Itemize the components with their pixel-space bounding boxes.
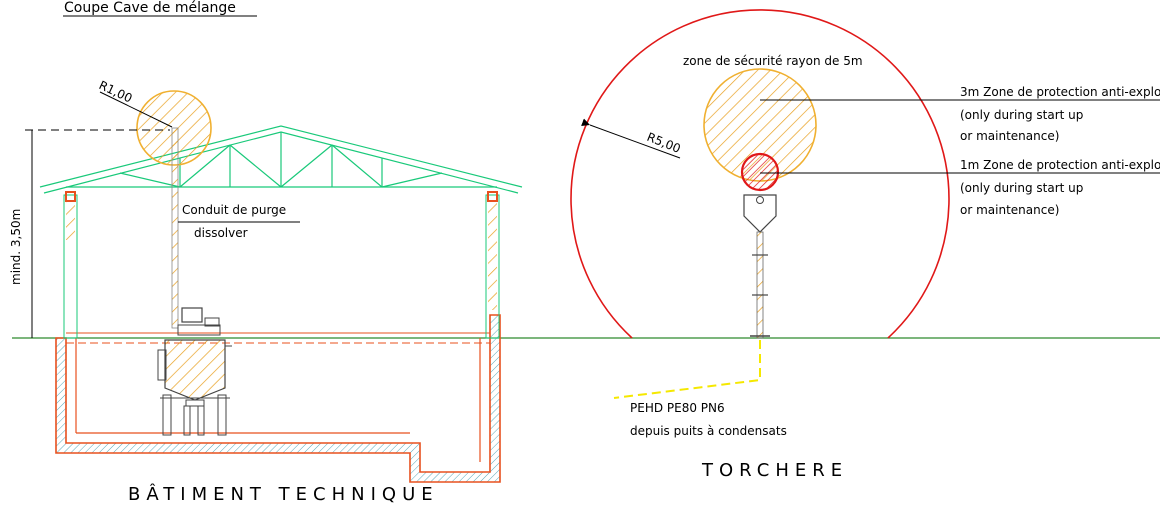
wall-right-hatch <box>488 200 497 310</box>
dissolver-tank <box>157 307 232 436</box>
zone-3m-line2: (only during start up <box>960 108 1083 122</box>
pipe-label-line1: PEHD PE80 PN6 <box>630 401 725 415</box>
zone-1m-title: 1m Zone de protection anti-explosion <box>960 158 1160 172</box>
safety-zone-circle <box>570 9 950 339</box>
wall-right <box>485 194 500 339</box>
drawing-title: Coupe Cave de mélange <box>64 0 236 16</box>
zone-1m-circle <box>740 152 780 192</box>
column-cap-right <box>487 191 498 202</box>
condensate-pipe <box>613 340 761 399</box>
zone-1m-line2: (only during start up <box>960 181 1083 195</box>
purge-pipe <box>171 127 179 329</box>
radius-leader-r1 <box>99 91 173 128</box>
torch-title: TORCHERE <box>701 460 848 481</box>
building-title: BÂTIMENT TECHNIQUE <box>128 483 439 505</box>
basement-foundation <box>55 314 501 483</box>
purge-label-line1: Conduit de purge <box>182 203 286 217</box>
column-cap-left <box>65 191 76 202</box>
pipe-label-line2: depuis puits à condensats <box>630 424 787 438</box>
torch-mast <box>756 231 764 339</box>
torch-head <box>743 194 777 233</box>
height-dim-label: mind. 3,50m <box>9 209 23 285</box>
zone-3m-title: 3m Zone de protection anti-explosion <box>960 85 1160 99</box>
radius-leader-r5 <box>581 118 681 159</box>
safety-zone-label: zone de sécurité rayon de 5m <box>683 54 863 68</box>
wall-left-hatch <box>66 200 75 240</box>
zone-1m-line3: or maintenance) <box>960 203 1059 217</box>
purge-label-line2: dissolver <box>194 226 248 240</box>
wall-left <box>63 194 78 339</box>
technical-building: R1,00 Conduit de purge dissolver mind. 3… <box>9 78 523 505</box>
torch-head-port <box>756 196 764 204</box>
zone-3m-line3: or maintenance) <box>960 129 1059 143</box>
radius-label-r1: R1,00 <box>97 78 135 106</box>
torch-installation: zone de sécurité rayon de 5m R5,00 3m Zo… <box>570 9 1160 481</box>
roof-truss <box>39 125 523 194</box>
